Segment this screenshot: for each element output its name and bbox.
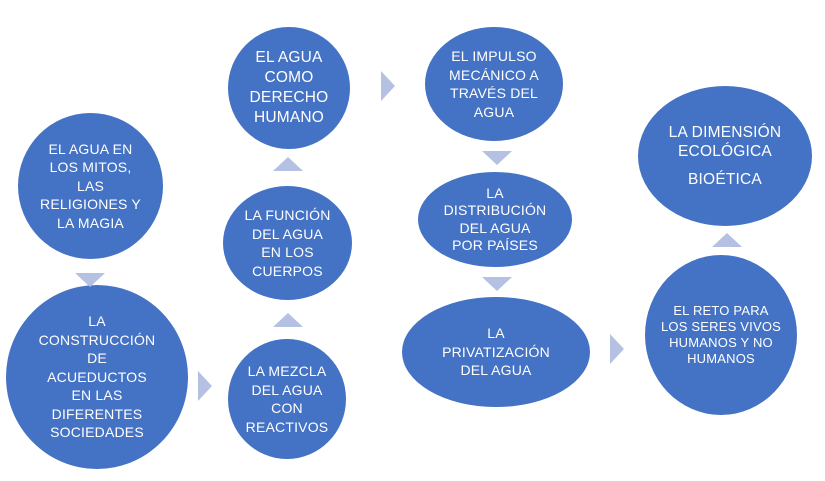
node-label-line: EL RETO PARA (673, 303, 769, 318)
node-label-line: EL IMPULSO (451, 48, 537, 64)
node-label-line: LA (487, 325, 505, 342)
node-label-line: DEL AGUA (251, 225, 324, 242)
node-water-mix-reactives: LA MEZCLA DEL AGUA CON REACTIVOS (228, 339, 346, 459)
arrow-aqueducts-to-mix (198, 371, 212, 401)
arrow-function-to-right (273, 157, 303, 171)
node-label-line: PRIVATIZACIÓN (442, 343, 550, 360)
arrow-impulse-to-distribution (482, 151, 512, 165)
node-label-line: EN LAS (71, 387, 123, 404)
node-label-line: REACTIVOS (245, 418, 329, 435)
node-label-line: LA MAGIA (57, 214, 124, 231)
node-label-line: DEL AGUA (251, 381, 323, 398)
node-label-line: LOS MITOS, (49, 159, 132, 176)
node-label-line: EN LOS (261, 244, 314, 260)
node-label-line: DEL AGUA (459, 219, 531, 236)
node-label-line: DISTRIBUCIÓN (443, 202, 547, 218)
node-label-line: COMO (264, 69, 314, 86)
node-label: LA MEZCLA DEL AGUA CON REACTIVOS (246, 362, 329, 436)
node-label-line: HUMANO (253, 109, 325, 126)
node-label-line: LA DIMENSIÓN (668, 124, 782, 142)
node-label-line: ACUEDUCTOS (47, 368, 147, 385)
node-label-line: CUERPOS (252, 262, 323, 279)
arrow-mix-to-function (273, 313, 303, 327)
node-label-line: BIOÉTICA (688, 170, 762, 188)
node-label-line: SOCIEDADES (50, 424, 144, 441)
node-label-line: EL AGUA (255, 49, 323, 66)
node-label-line: AGUA (473, 103, 515, 120)
arrow-distribution-to-privatization (482, 277, 512, 291)
node-label-line: LA FUNCIÓN (244, 207, 331, 223)
node-label-line: LA MEZCLA (247, 363, 327, 379)
node-label: EL IMPULSO MECÁNICO A TRAVÉS DEL AGUA (449, 47, 539, 121)
node-label: EL AGUA COMO DERECHO HUMANO (250, 48, 329, 128)
node-label-line: DIFERENTES (51, 405, 143, 422)
node-label-line: HUMANOS Y NO (669, 335, 773, 350)
node-label-line: DEL AGUA (460, 362, 532, 379)
arrow-right-to-impulse (381, 71, 395, 101)
node-label-line: LOS SERES VIVOS (660, 319, 782, 334)
node-label-line: DE (87, 350, 107, 367)
node-label-line: EL AGUA EN (48, 140, 133, 157)
node-water-human-right: EL AGUA COMO DERECHO HUMANO (228, 27, 350, 149)
node-label-line: TRAVÉS DEL (449, 85, 539, 101)
arrow-myths-to-aqueducts (75, 273, 105, 287)
node-label-line: CONSTRUCCIÓN (38, 331, 156, 348)
node-label-line: LA (486, 184, 504, 201)
node-label-line: POR PAÍSES (452, 237, 538, 253)
node-label-line: LAS (76, 177, 105, 194)
node-label-line: MECÁNICO A (449, 66, 539, 83)
node-label-line: CON (271, 400, 303, 416)
node-label-line: ECOLÓGICA (678, 143, 772, 161)
arrow-challenge-to-dimension (712, 233, 742, 247)
node-label-line: LA (88, 313, 106, 330)
node-water-function-bodies: LA FUNCIÓN DEL AGUA EN LOS CUERPOS (223, 186, 352, 300)
node-label: LA FUNCIÓN DEL AGUA EN LOS CUERPOS (244, 206, 330, 280)
node-label-line: HUMANOS (687, 351, 755, 366)
node-mechanical-impulse: EL IMPULSO MECÁNICO A TRAVÉS DEL AGUA (425, 27, 563, 141)
node-label-line: RELIGIONES Y (40, 196, 141, 213)
arrow-privatization-to-challenge (610, 334, 624, 364)
node-label-line: DERECHO (249, 89, 329, 106)
